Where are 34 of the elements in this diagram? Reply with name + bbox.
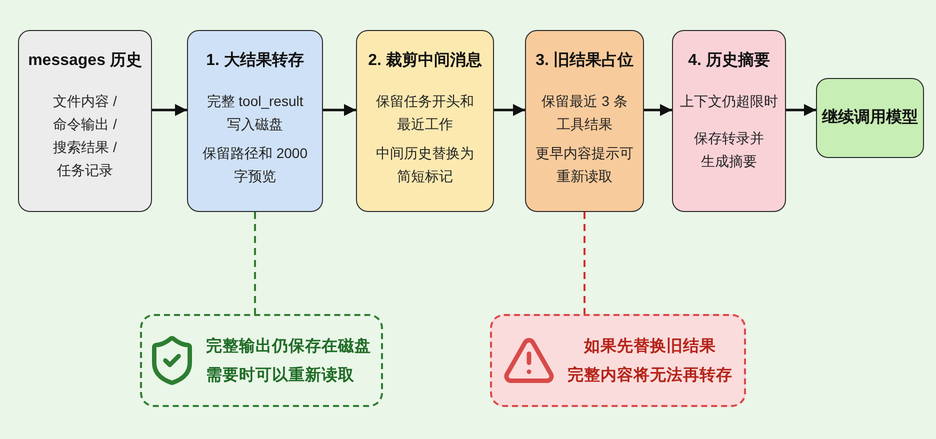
note-box — [490, 314, 746, 407]
step-text: 文件内容 / 命令输出 / 搜索结果 / 任务记录 — [52, 92, 118, 180]
arrow — [786, 104, 816, 116]
arrow — [323, 104, 356, 116]
step-title: 1. 大结果转存 — [206, 50, 304, 71]
process-box — [187, 30, 323, 212]
step-text: 保存转录并生成摘要 — [693, 129, 765, 171]
end-box — [816, 78, 924, 158]
step-text: 保留任务开头和最近工作 — [375, 92, 475, 134]
arrow — [494, 104, 525, 116]
step-text: 完整 tool_result 写入磁盘 — [206, 92, 304, 134]
note-text: 完整输出仍保存在磁盘 — [206, 336, 371, 356]
note-text: 如果先替换旧结果 — [584, 336, 716, 356]
step-text: 更早内容提示可重新读取 — [534, 144, 634, 186]
step-text: 中间历史替换为简短标记 — [375, 144, 475, 186]
step-title: 3. 旧结果占位 — [536, 50, 634, 71]
process-box — [525, 30, 644, 212]
step-text: 保留最近 3 条工具结果 — [540, 92, 628, 134]
dashed-line — [254, 212, 256, 314]
dashed-line — [584, 212, 586, 314]
step-title: 2. 裁剪中间消息 — [368, 50, 482, 71]
process-box — [18, 30, 152, 212]
note-text: 需要时可以重新读取 — [206, 365, 354, 386]
step-title: 4. 历史摘要 — [688, 50, 770, 71]
arrow — [644, 104, 672, 116]
note-text: 完整内容将无法再转存 — [568, 365, 732, 386]
process-box — [356, 30, 494, 212]
step-text: 上下文仍超限时 — [679, 92, 779, 111]
step-title: 继续调用模型 — [822, 108, 918, 128]
step-title: messages 历史 — [28, 50, 142, 71]
note-box — [140, 314, 383, 407]
step-text: 保留路径和 2000 字预览 — [201, 144, 309, 186]
process-box — [672, 30, 786, 212]
arrow — [152, 104, 187, 116]
